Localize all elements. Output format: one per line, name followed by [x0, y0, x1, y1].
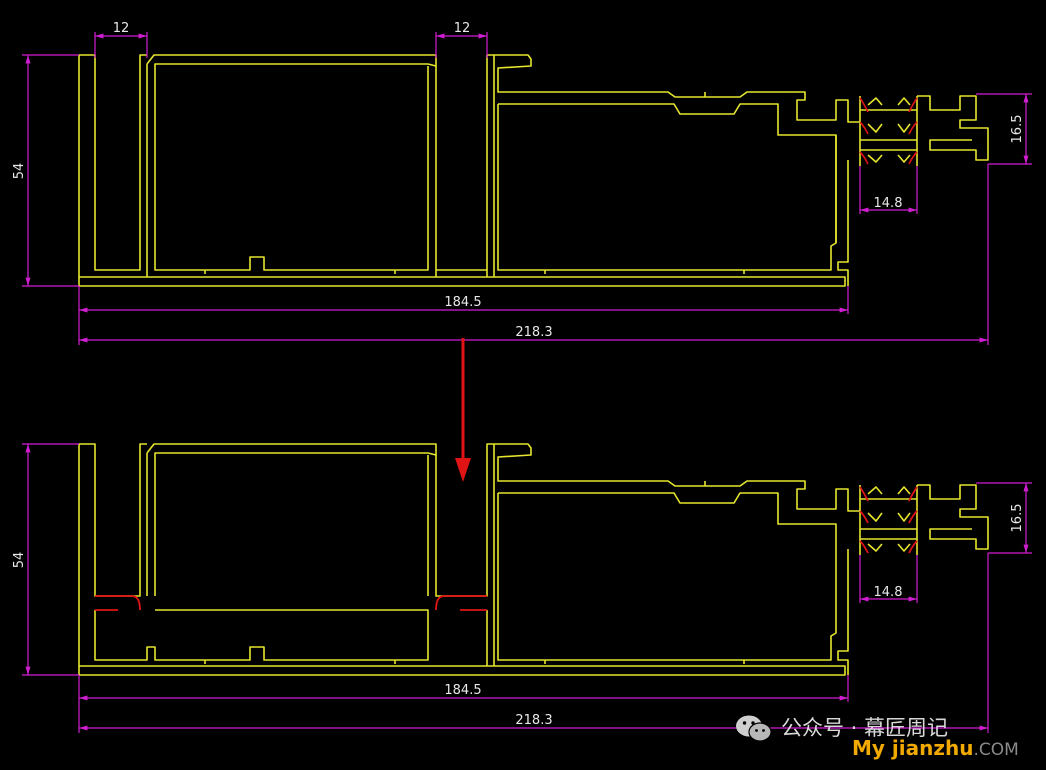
bottom-left-leg	[79, 443, 147, 597]
top-base-plate	[78, 55, 846, 287]
transform-arrow	[455, 338, 471, 482]
top-dim-slot-right: 12	[454, 21, 471, 36]
bottom-ticks	[204, 481, 745, 664]
top-dim-width-inner: 184.5	[444, 295, 481, 310]
top-main-chamber	[146, 54, 437, 271]
bottom-dimension-labels: 54 16.5 14.8 184.5 218.3	[12, 504, 1025, 728]
bottom-right-inner	[497, 492, 837, 661]
bottom-gasket-highlights	[859, 486, 918, 554]
top-dim-right-height: 16.5	[1010, 115, 1025, 144]
top-dim-width-total: 218.3	[515, 325, 552, 340]
top-profile	[78, 54, 989, 287]
watermark: 公众号 · 幕匠周记 My jianzhu.COM	[735, 712, 1040, 764]
bottom-dim-width-inner: 184.5	[444, 683, 481, 698]
top-dim-slot-left: 12	[113, 21, 130, 36]
top-gasket-clip	[917, 95, 989, 161]
top-chamber-bottom	[146, 64, 437, 277]
top-gasket-rails	[859, 96, 918, 166]
top-right-inner	[497, 103, 837, 271]
bottom-profile	[78, 443, 989, 676]
top-dimension-labels: 12 12 54 16.5 14.8 184.5 218.3	[12, 21, 1025, 340]
bottom-right-slot	[435, 443, 494, 666]
bottom-left-floor	[94, 609, 429, 661]
top-gasket-lugs	[867, 97, 911, 163]
top-dim-slot-width: 14.8	[874, 196, 903, 211]
bottom-right-chamber	[493, 443, 860, 666]
top-ticks	[204, 92, 745, 274]
bottom-dimensions	[22, 443, 1032, 733]
bottom-gasket-clip	[917, 484, 989, 550]
top-gasket-highlights	[859, 97, 918, 165]
bottom-main-chamber	[146, 443, 437, 596]
bottom-right-endwall	[837, 549, 849, 675]
top-dimensions	[22, 32, 1032, 345]
bottom-dim-right-height: 16.5	[1010, 504, 1025, 533]
watermark-brand: My jianzhu	[852, 736, 974, 760]
bottom-right-fillet	[435, 595, 487, 611]
bottom-dim-slot-width: 14.8	[874, 585, 903, 600]
top-right-chamber	[493, 54, 860, 277]
bottom-gasket-lugs	[867, 486, 911, 552]
top-right-endwall	[835, 135, 849, 286]
bottom-base-plate	[78, 444, 846, 676]
bottom-left-fillet	[95, 595, 141, 611]
wechat-icon	[736, 715, 772, 742]
top-left-leg	[79, 54, 147, 271]
top-dim-height: 54	[12, 163, 27, 180]
bottom-dim-height: 54	[12, 552, 27, 569]
bottom-gasket-rails	[859, 485, 918, 555]
bottom-dim-width-total: 218.3	[515, 713, 552, 728]
watermark-site: My jianzhu.COM	[852, 736, 1019, 760]
watermark-account: 公众号 · 幕匠周记	[781, 716, 949, 740]
top-right-slot	[436, 54, 494, 277]
bottom-highlights	[95, 486, 918, 611]
watermark-suffix: .COM	[973, 740, 1019, 760]
